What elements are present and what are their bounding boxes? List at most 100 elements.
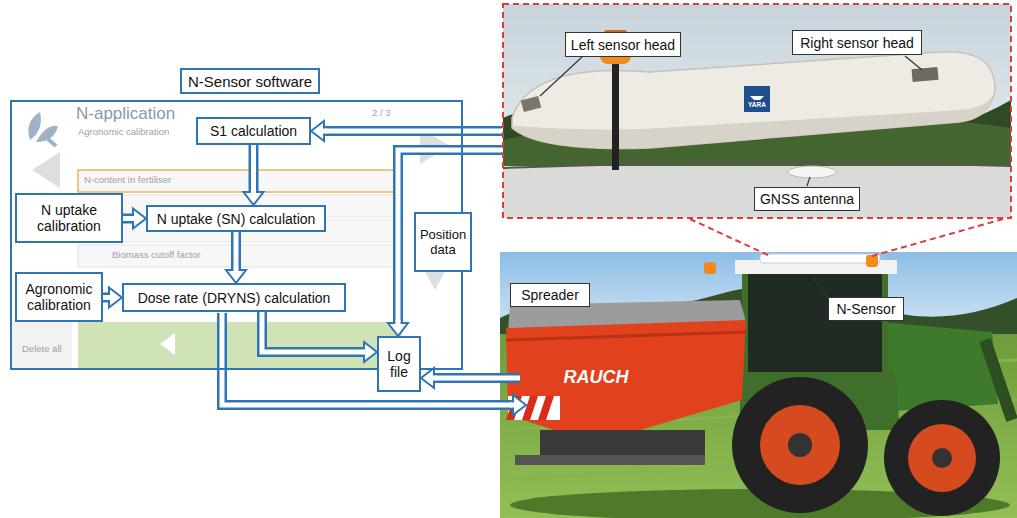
callout-box: Left sensor head [565,32,681,57]
flow-arrow [103,288,122,308]
sensor-photo [788,166,836,178]
log-box: Log file [377,336,421,392]
process-box: Dose rate (DRYNS) calculation [122,283,346,312]
data-flow-arrow [434,376,520,381]
tractor-photo [745,270,885,380]
tractor-photo [788,433,812,457]
tractor-photo [760,254,880,263]
screen-text: Agronomic calibration [78,127,169,138]
software-panel: N-applicationAgronomic calibration 2 / 3 N… [10,100,463,370]
app-logo [28,112,41,140]
flow-arrow [262,312,365,352]
sensor-photo [503,162,1011,168]
data-flow-arrow [398,150,502,322]
tractor-photo [506,396,554,420]
box-label: N-Sensor software [188,73,312,90]
brand-label: RAUCH [556,367,636,388]
flow-arrow [234,232,239,271]
data-flow-arrow [510,403,515,408]
box-label: Log file [383,348,415,380]
flow-arrow [234,268,239,273]
flow-arrow [123,209,146,229]
process-box: S1 calculation [196,117,311,145]
box-label: Left sensor head [570,37,676,53]
data-flow-arrow [398,150,502,322]
box-label: N uptake (SN) calculation [152,211,320,227]
data-flow-arrow [222,313,513,405]
flow-arrow [362,350,367,355]
flow-arrow [251,145,256,193]
callout-box: GNSS antenna [754,187,860,211]
app-logo [42,134,56,146]
settings-row [78,170,402,192]
data-flow-arrow [396,320,401,325]
box-label: Right sensor head [797,35,917,51]
box-label: GNSS antenna [759,191,855,207]
sensor-photo [912,67,939,82]
tractor-photo [932,448,952,468]
tractor-photo [985,340,1012,420]
sensor-photo [521,96,541,112]
tractor-photo [908,424,976,492]
brand-label: YARA [744,101,770,108]
button-triangle [160,333,175,355]
data-flow-arrow [325,129,502,134]
tractor-photo [745,270,885,380]
flow-arrow [131,216,136,221]
flow-arrow [249,145,259,193]
data-flow-arrow [322,129,327,134]
flow-arrow [231,232,241,271]
tractor-photo [732,377,868,513]
zoom-line [690,219,1003,256]
tractor-photo [506,320,746,432]
screen-text: Biomass cutoff factor [112,250,201,261]
box-label: N uptake calibration [21,202,117,234]
flow-arrow [251,190,256,195]
data-flow-arrow [434,373,520,383]
delete-button [12,322,72,368]
input-box: N uptake calibration [15,193,123,243]
sensor-photo [807,177,810,186]
data-box: Position data [414,212,472,272]
tractor-photo [884,400,1000,516]
data-flow-arrow [311,121,502,141]
sensor-photo [512,96,992,149]
tractor-photo [880,322,998,412]
box-label: N-Sensor [833,301,899,317]
sensor-photo [503,166,1011,218]
sensor-photo [750,96,764,100]
tractor-photo [500,252,1017,518]
sensor-photo [503,4,1011,218]
flow-arrow [107,295,112,300]
flow-arrow [262,312,377,362]
tractor-photo [760,405,840,485]
heading-box: N-Sensor software [180,68,320,94]
screen-text: 2 / 3 [372,108,391,119]
box-label: Dose rate (DRYNS) calculation [128,290,340,306]
tractor-photo [866,255,878,267]
callout-box: Right sensor head [792,30,922,55]
callout-box: N-Sensor [828,297,904,321]
data-flow-arrow [325,126,502,136]
sensor-photo [503,4,1011,218]
zoom-frame [503,4,1011,218]
flow-arrow [226,232,246,283]
process-box: N uptake (SN) calculation [146,205,326,232]
confirm-button [78,322,402,368]
screen-text: N-application [76,104,175,124]
data-flow-arrow [388,150,502,336]
data-flow-arrow [222,313,526,415]
box-label: Position data [419,227,467,257]
sensor-photo [744,86,770,112]
screen-text: Delete all [22,344,62,355]
sensor-photo [612,58,619,170]
tractor-photo [506,332,746,340]
sensor-photo [905,56,922,70]
screen-text: N-content in fertiliser [84,175,171,186]
software-screenshot [12,112,450,368]
nav-arrow [32,152,60,188]
flow-arrow [244,145,264,205]
box-label: Spreader [515,287,585,303]
box-label: S1 calculation [202,123,305,139]
